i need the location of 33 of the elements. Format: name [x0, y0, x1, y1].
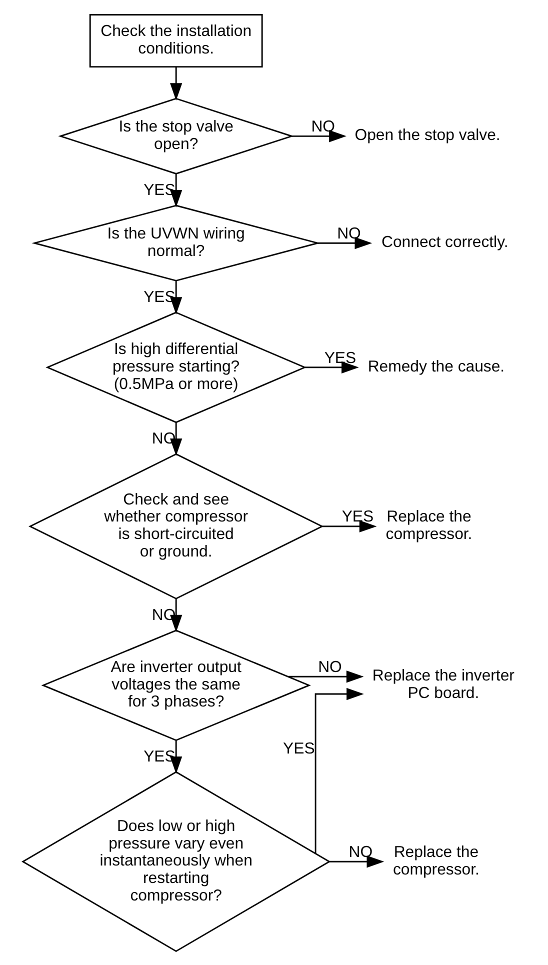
arrow: [318, 236, 372, 249]
edge-label: YES: [342, 508, 374, 526]
edge-label: YES: [324, 349, 356, 366]
arrow: [170, 280, 182, 314]
node-diamond: Is the UVWN wiring normal?: [32, 204, 321, 281]
edge-label: NO: [348, 844, 373, 860]
arrow: [322, 520, 377, 532]
arrow: [314, 687, 364, 854]
arrow: [329, 855, 384, 868]
arrow: [170, 598, 182, 632]
node-text: Replace the compressor.: [386, 508, 472, 543]
arrow: [170, 66, 182, 100]
edge-label: NO: [318, 658, 342, 676]
arrow: [288, 670, 364, 682]
node-text: Replace the inverter PC board.: [372, 667, 514, 702]
arrow: [292, 130, 346, 142]
arrow: [170, 174, 182, 207]
node-text: Connect correctly.: [382, 234, 508, 251]
node-diamond: Does low or high pressure vary even instantaneously when restarting compressor?: [21, 770, 331, 952]
node-diamond: Check and see whether compressor is short-circuited or ground.: [28, 452, 324, 599]
node-box: Check the installation conditions.: [89, 14, 263, 68]
edge-label: NO: [337, 224, 361, 242]
node-diamond: Is the stop valve open?: [58, 97, 294, 174]
edge-label: NO: [311, 118, 336, 136]
node-text: Open the stop valve.: [354, 126, 500, 144]
arrow: [170, 422, 182, 456]
edge-label: YES: [283, 740, 315, 757]
node-text: Replace the compressor.: [392, 844, 480, 878]
node-diamond: Are inverter output voltages the same for 3 phases?: [41, 629, 311, 741]
node-text: Remedy the cause.: [368, 358, 505, 375]
arrow: [305, 360, 359, 373]
arrow: [170, 740, 182, 774]
node-diamond: Is high differential pressure starting? (0.5MPa or more): [46, 311, 307, 423]
